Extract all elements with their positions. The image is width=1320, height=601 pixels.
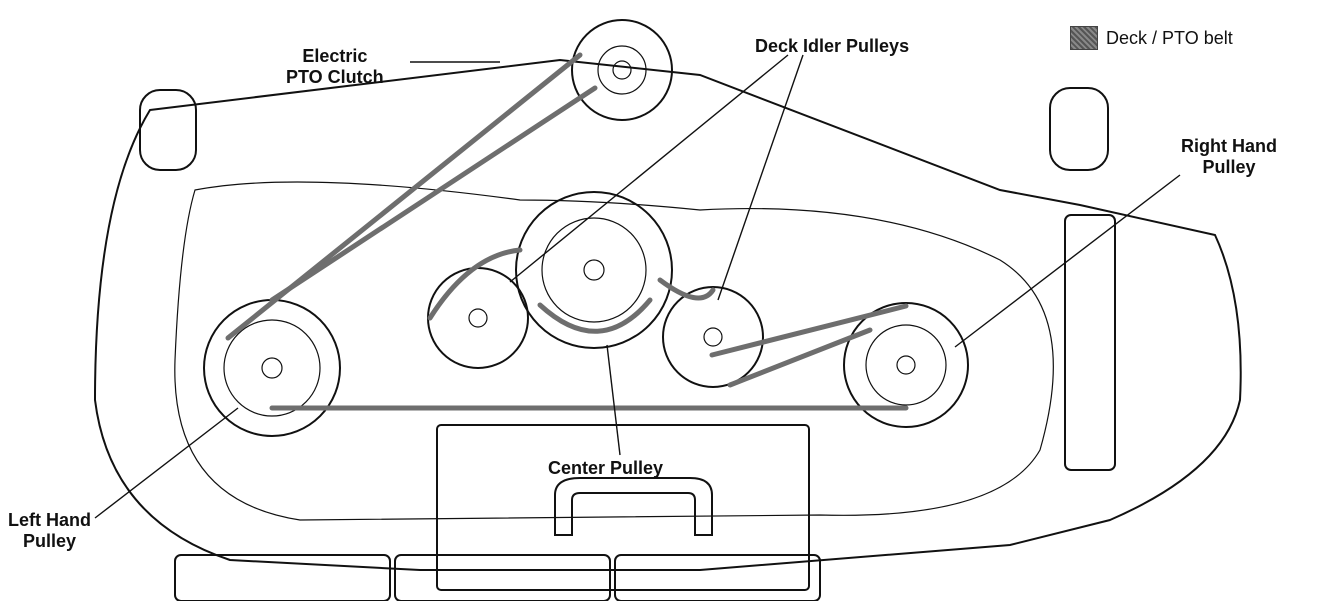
deck-housing — [93, 58, 1242, 571]
label-center-pulley: Center Pulley — [548, 458, 664, 478]
idler-pulley-left — [427, 267, 529, 369]
center-pulley — [515, 191, 673, 349]
right-gauge-wheel — [1049, 87, 1109, 171]
deck-handle — [554, 477, 713, 536]
legend: Deck / PTO belt — [1070, 26, 1233, 50]
label-left-hand-pulley: Left Hand Pulley — [8, 510, 91, 551]
discharge-chute — [1064, 214, 1116, 471]
label-electric-pto-clutch: Electric PTO Clutch — [286, 46, 384, 87]
deck-inner-housing — [174, 181, 1054, 521]
belt-legend-label: Deck / PTO belt — [1106, 27, 1233, 48]
belt-legend-swatch — [1070, 26, 1098, 50]
front-roller-left — [174, 554, 391, 601]
front-bracket-plate — [436, 424, 810, 591]
label-right-hand-pulley: Right Hand Pulley — [1181, 136, 1277, 177]
right-hand-pulley — [843, 302, 969, 428]
left-gauge-wheel — [139, 89, 197, 171]
front-roller-center — [394, 554, 611, 601]
idler-pulley-right — [662, 286, 764, 388]
pto-clutch — [571, 19, 673, 121]
label-deck-idler-pulleys: Deck Idler Pulleys — [755, 36, 910, 56]
front-roller-right — [614, 554, 821, 601]
leader-lines — [94, 54, 1181, 519]
deck-pto-belt — [225, 52, 909, 411]
left-hand-pulley — [203, 299, 341, 437]
